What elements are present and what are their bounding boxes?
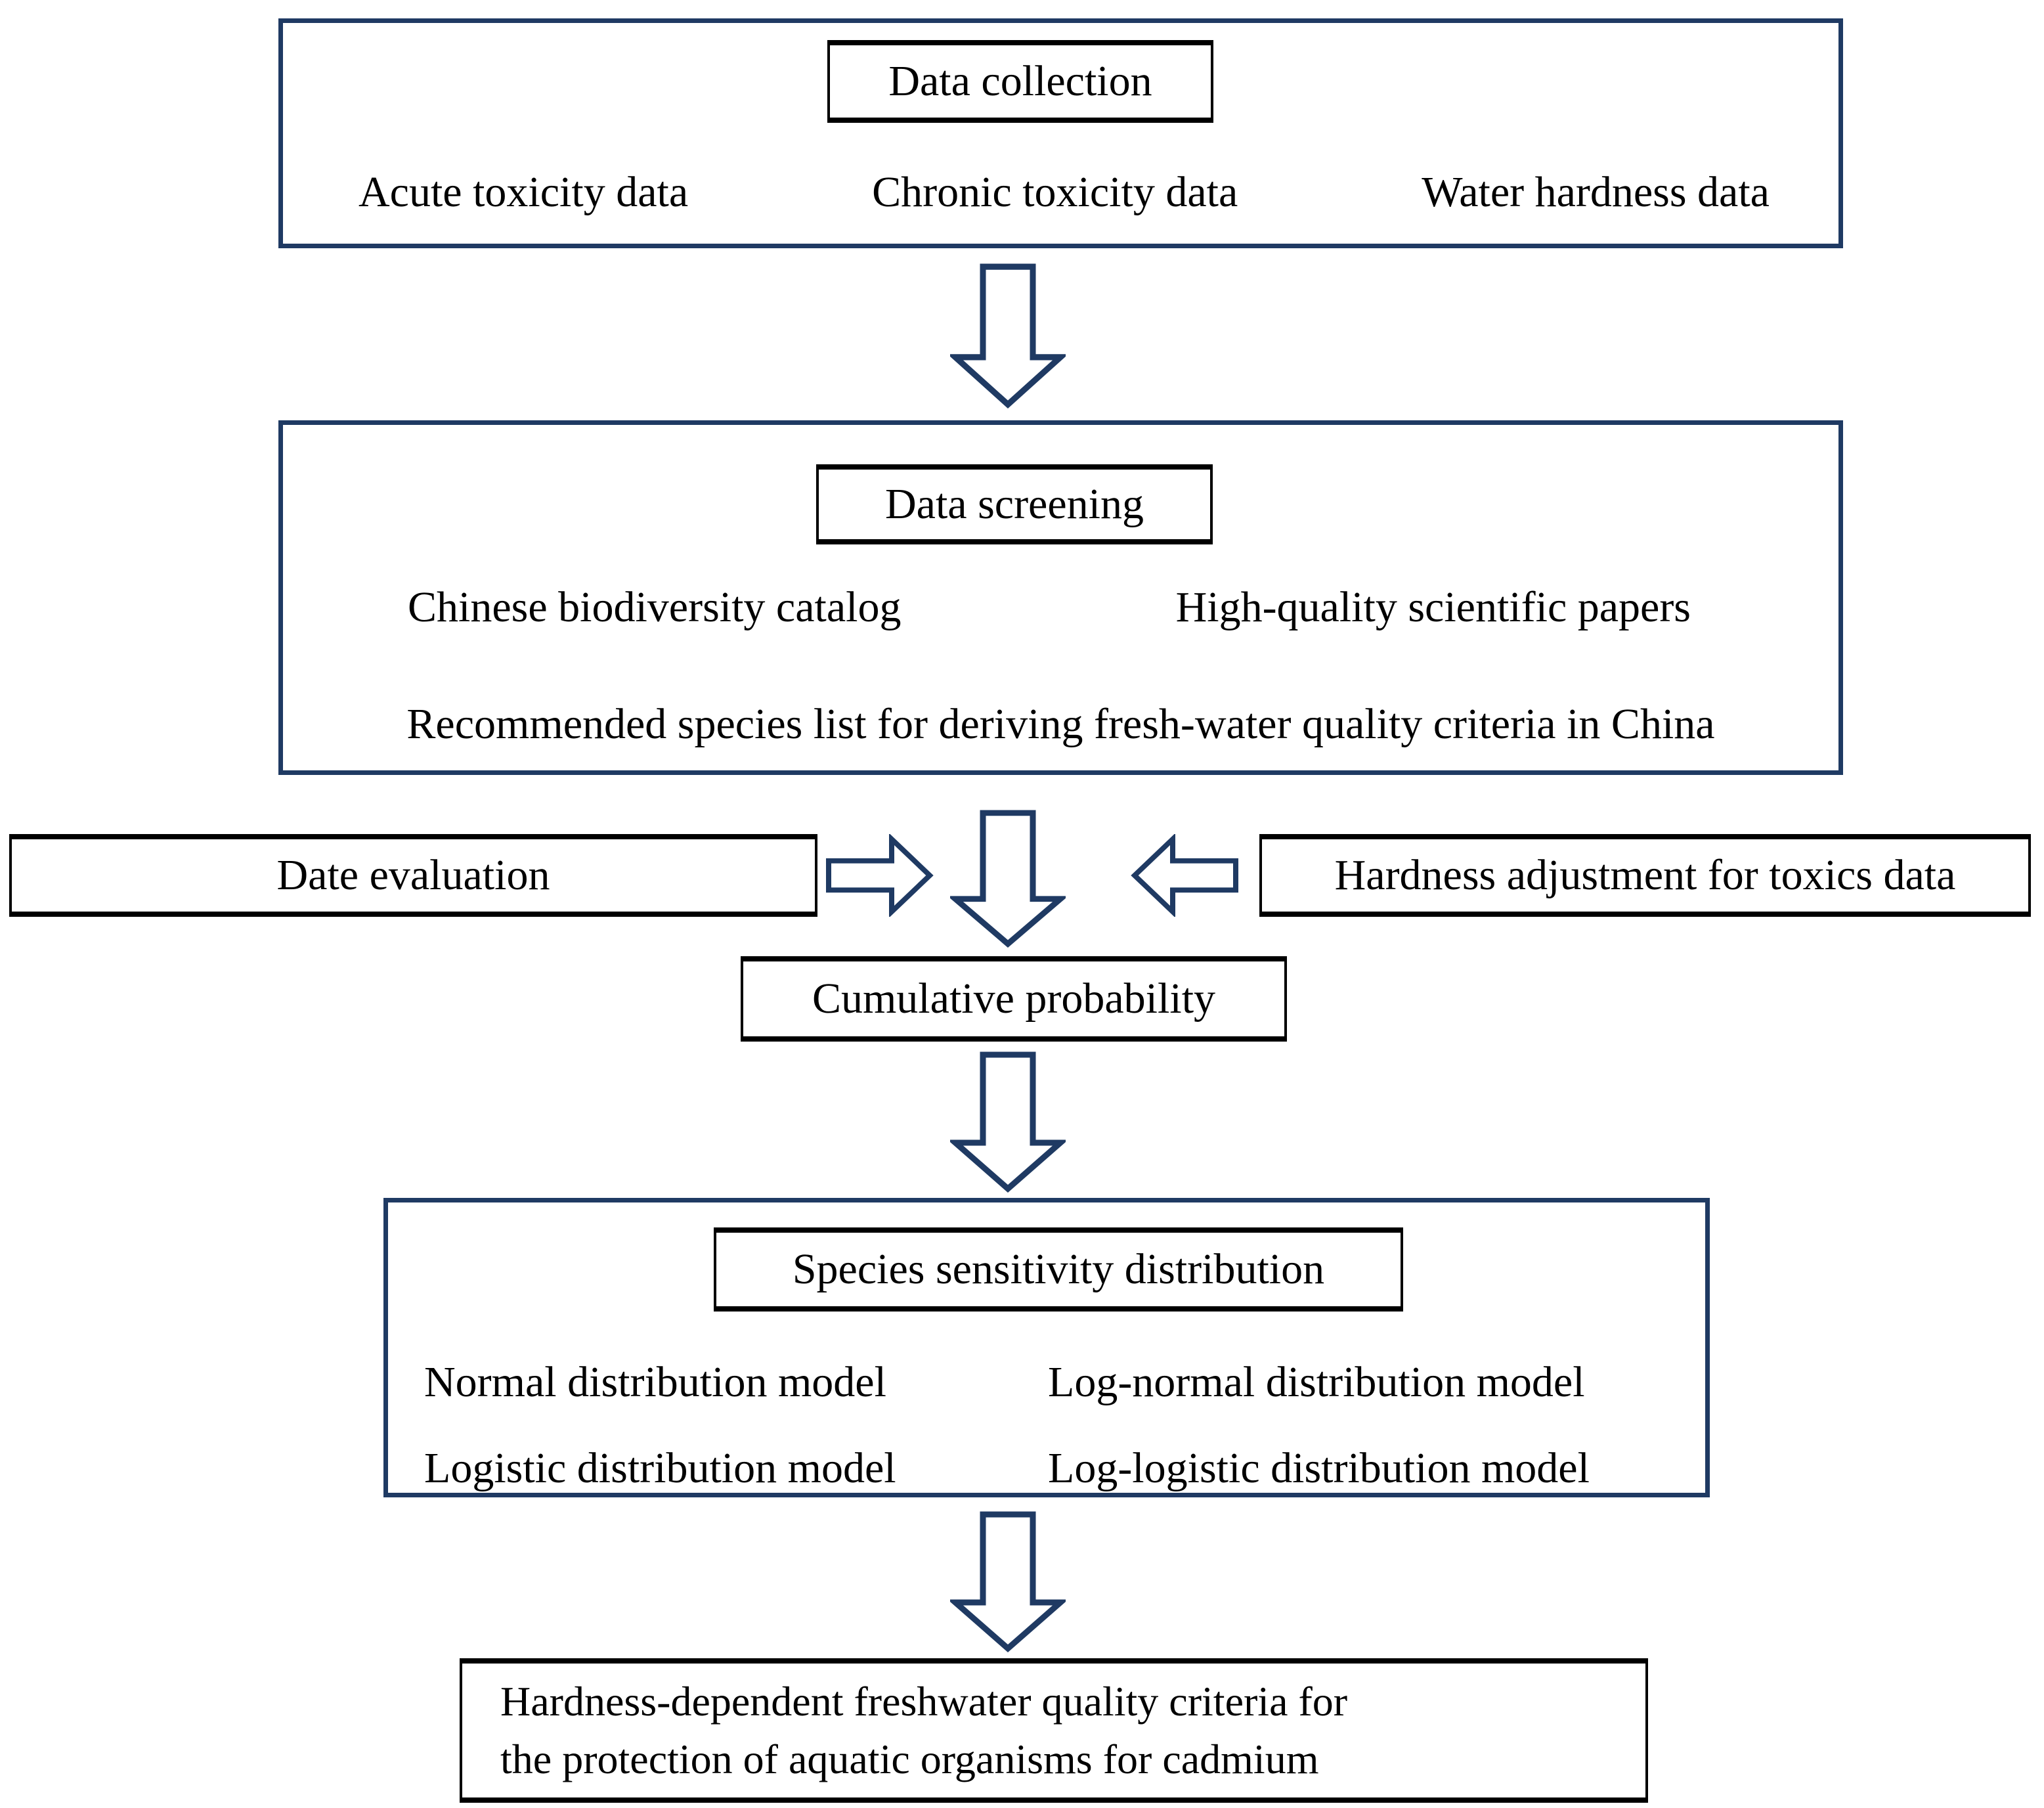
scientific-papers-item: High-quality scientific papers	[1175, 583, 1691, 631]
cumulative-probability-box: Cumulative probability	[741, 956, 1287, 1042]
down-arrow-icon	[950, 809, 1066, 948]
cumulative-probability-label: Cumulative probability	[812, 974, 1216, 1023]
logistic-model-item: Logistic distribution model	[424, 1444, 896, 1492]
down-arrow-icon	[950, 263, 1066, 408]
date-evaluation-box: Date evaluation	[9, 834, 817, 917]
recommended-species-item: Recommended species list for deriving fr…	[406, 700, 1715, 748]
data-collection-items: Acute toxicity data Chronic toxicity dat…	[283, 168, 1838, 217]
hardness-adjustment-box: Hardness adjustment for toxics data	[1259, 834, 2031, 917]
down-arrow-icon	[950, 1510, 1066, 1652]
data-screening-title-box: Data screening	[816, 464, 1213, 544]
normal-model-item: Normal distribution model	[424, 1358, 886, 1406]
log-normal-model-item: Log-normal distribution model	[1048, 1358, 1585, 1406]
down-arrow-icon	[950, 1051, 1066, 1193]
log-logistic-model-item: Log-logistic distribution model	[1048, 1444, 1590, 1492]
data-screening-row2: Recommended species list for deriving fr…	[283, 700, 1838, 749]
data-collection-section: Data collection Acute toxicity data Chro…	[278, 18, 1843, 248]
left-arrow-icon	[1131, 834, 1238, 917]
data-screening-row1: Chinese biodiversity catalog High-qualit…	[283, 583, 1838, 632]
data-collection-title-box: Data collection	[827, 40, 1213, 123]
right-arrow-icon	[826, 834, 934, 917]
species-sensitivity-title-box: Species sensitivity distribution	[714, 1227, 1403, 1312]
data-screening-title: Data screening	[885, 479, 1144, 528]
species-sensitivity-section: Species sensitivity distribution Normal …	[383, 1198, 1710, 1497]
data-screening-section: Data screening Chinese biodiversity cata…	[278, 420, 1843, 775]
hardness-adjustment-label: Hardness adjustment for toxics data	[1334, 850, 1956, 899]
biodiversity-catalog-item: Chinese biodiversity catalog	[408, 583, 902, 631]
distribution-models-grid: Normal distribution model Log-normal dis…	[424, 1358, 1685, 1492]
species-sensitivity-title: Species sensitivity distribution	[792, 1245, 1325, 1293]
water-hardness-item: Water hardness data	[1422, 168, 1770, 216]
outcome-box: Hardness-dependent freshwater quality cr…	[460, 1658, 1648, 1803]
outcome-line2: the protection of aquatic organisms for …	[500, 1736, 1319, 1782]
date-evaluation-label: Date evaluation	[276, 850, 550, 899]
acute-toxicity-item: Acute toxicity data	[359, 168, 689, 216]
outcome-line1: Hardness-dependent freshwater quality cr…	[500, 1677, 1348, 1725]
chronic-toxicity-item: Chronic toxicity data	[872, 168, 1238, 216]
data-collection-title: Data collection	[888, 56, 1152, 105]
